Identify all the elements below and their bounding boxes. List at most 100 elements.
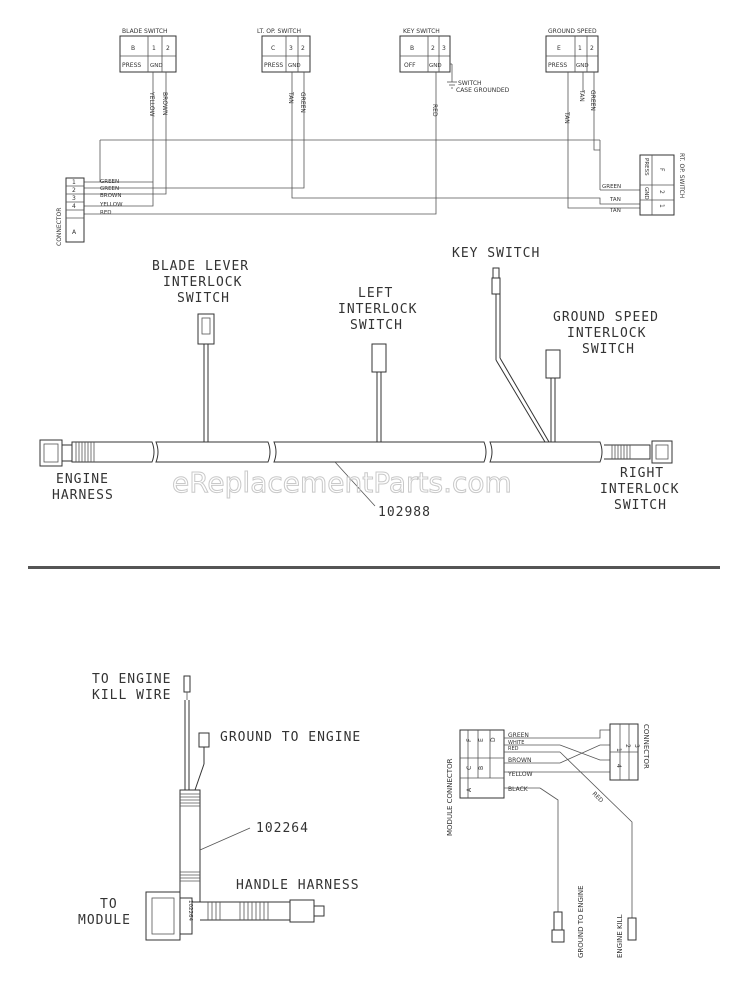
blade-switch-cell-1: B (131, 45, 135, 52)
left-interlock-label-1: LEFT (358, 286, 393, 301)
left-connector-pin-1: 1 (72, 179, 76, 186)
ground-speed-label-3: SWITCH (582, 342, 635, 357)
kill-wire-terminal (183, 675, 191, 693)
left-connector-pin-a: A (72, 229, 77, 236)
rt-op-wire-tan-1: TAN (609, 197, 621, 203)
blade-switch-cell-3: 2 (166, 45, 170, 52)
right-interlock-label-2: INTERLOCK (600, 482, 679, 497)
left-connector-wire-4: YELLOW (99, 202, 123, 208)
harness-part-number: 102988 (378, 505, 431, 520)
handle-part-number: 102264 (256, 821, 309, 836)
module-plug-id: 102264 (187, 900, 193, 921)
left-interlock-label-2: INTERLOCK (338, 302, 417, 317)
rt-op-wire-green: GREEN (602, 184, 621, 190)
handle-harness-connector (289, 899, 315, 923)
module-wire-red: RED (508, 746, 519, 752)
lt-op-switch-state: PRESS (264, 62, 283, 69)
rt-op-cell-2: 2 (658, 190, 665, 194)
blade-lever-switch (197, 313, 215, 442)
engine-harness-label-2: HARNESS (52, 488, 114, 503)
rt-op-cell-gnd: GND (643, 187, 649, 200)
key-switch-gnd: GND (429, 63, 442, 69)
blade-switch-title: BLADE SWITCH (122, 28, 168, 35)
wire-label-brown: BROWN (161, 92, 168, 115)
handle-harness-label: HANDLE HARNESS (236, 878, 360, 893)
left-connector-pin-3: 3 (72, 195, 76, 202)
right-interlock-connector (651, 440, 673, 464)
key-switch-cell-2: 2 (431, 45, 435, 52)
left-connector-wire-2: GREEN (100, 186, 119, 192)
module-ground-label: GROUND TO ENGINE (577, 885, 585, 958)
left-connector-pin-2: 2 (72, 187, 76, 194)
ground-speed-switch-cell-3: 2 (590, 45, 594, 52)
lt-op-switch-cell-1: C (271, 45, 275, 52)
to-module-label-1: TO (100, 897, 118, 912)
module-pin-d: D (490, 737, 497, 742)
right-interlock-label-3: SWITCH (614, 498, 667, 513)
left-connector-wire-1: GREEN (100, 179, 119, 185)
left-connector-wire-5: RED (100, 210, 112, 216)
blade-lever-label-2: INTERLOCK (163, 275, 242, 290)
kill-wire-label-2: KILL WIRE (92, 688, 171, 703)
wire-label-tan2: TAN (578, 89, 585, 102)
schematic-wires (84, 72, 641, 215)
module-connector-title: MODULE CONNECTOR (446, 758, 454, 836)
module-ground-terminal (553, 911, 563, 931)
module-right-pin-3: 3 (633, 744, 640, 748)
module-red-run-label: RED (591, 790, 605, 804)
blade-lever-label-1: BLADE LEVER (152, 259, 249, 274)
wire-label-green: GREEN (299, 92, 306, 113)
rt-op-wire-tan-2: TAN (609, 208, 621, 214)
module-pin-e: E (478, 738, 485, 742)
blade-switch-state: PRESS (122, 62, 141, 69)
wire-label-green2: GREEN (589, 90, 596, 111)
main-harness-tube (39, 439, 673, 467)
module-wire-green: GREEN (508, 732, 529, 739)
module-right-pin-2: 2 (624, 744, 631, 748)
lt-op-switch-title: LT. OP. SWITCH (257, 28, 301, 35)
blade-switch-gnd: GND (150, 63, 163, 69)
kill-wire-label-1: TO ENGINE (92, 672, 171, 687)
left-connector-pin-4: 4 (72, 203, 76, 210)
left-connector: 1 2 3 4 A CONNECTOR GREEN GREEN BROWN YE… (56, 177, 123, 246)
key-switch-box: KEY SWITCH B 2 3 OFF GND SWITCH CASE GRO… (399, 28, 510, 94)
blade-switch-cell-2: 1 (152, 45, 156, 52)
lt-op-switch-cell-2: 3 (289, 45, 293, 52)
harness-section: BLADE LEVER INTERLOCK SWITCH KEY SWITCH … (39, 246, 679, 520)
ground-speed-switch-cell-1: E (557, 45, 561, 52)
ground-speed-switch (545, 349, 561, 442)
left-interlock-switch (371, 343, 387, 442)
right-interlock-label-1: RIGHT (620, 466, 664, 481)
module-pin-c: C (466, 766, 473, 770)
handle-harness-section: TO ENGINE KILL WIRE GROUND TO ENGINE 102… (78, 672, 360, 941)
left-interlock-label-3: SWITCH (350, 318, 403, 333)
module-wire-black: BLACK (508, 786, 529, 793)
module-kill-label: ENGINE KILL (616, 914, 624, 958)
rt-op-cell-press: PRESS (643, 158, 649, 176)
wire-label-yellow: YELLOW (148, 91, 155, 117)
key-switch-cell-1: B (410, 45, 414, 52)
ground-speed-switch-box: GROUND SPEED E 1 2 PRESS GND (545, 28, 599, 73)
left-connector-title: CONNECTOR (56, 208, 63, 246)
switch-case-note-1: SWITCH (458, 80, 482, 87)
rt-op-switch-connector: PRESS GND F 2 1 RT. OP. SWITCH GREEN TAN… (602, 153, 685, 216)
module-right-pin-4: 4 (615, 764, 622, 768)
engine-harness-label-1: ENGINE (56, 472, 109, 487)
ground-speed-switch-cell-2: 1 (578, 45, 582, 52)
key-switch-state: OFF (404, 62, 416, 69)
key-switch-lead (491, 267, 550, 443)
lt-op-switch-cell-3: 2 (301, 45, 305, 52)
module-right-connector-title: CONNECTOR (642, 724, 650, 769)
module-pin-a: A (466, 787, 473, 792)
module-connector-section: MODULE CONNECTOR F E D C B A GREEN WHITE… (446, 723, 650, 958)
module-right-pin-1: 1 (615, 748, 622, 752)
to-module-label-2: MODULE (78, 913, 131, 928)
rt-op-switch-title: RT. OP. SWITCH (678, 153, 685, 198)
ground-terminal (198, 732, 210, 748)
module-wire-white: WHITE (508, 740, 524, 746)
wire-label-tan-gs: TAN (563, 111, 570, 124)
module-pin-b: B (478, 766, 485, 770)
section-divider (28, 566, 720, 569)
